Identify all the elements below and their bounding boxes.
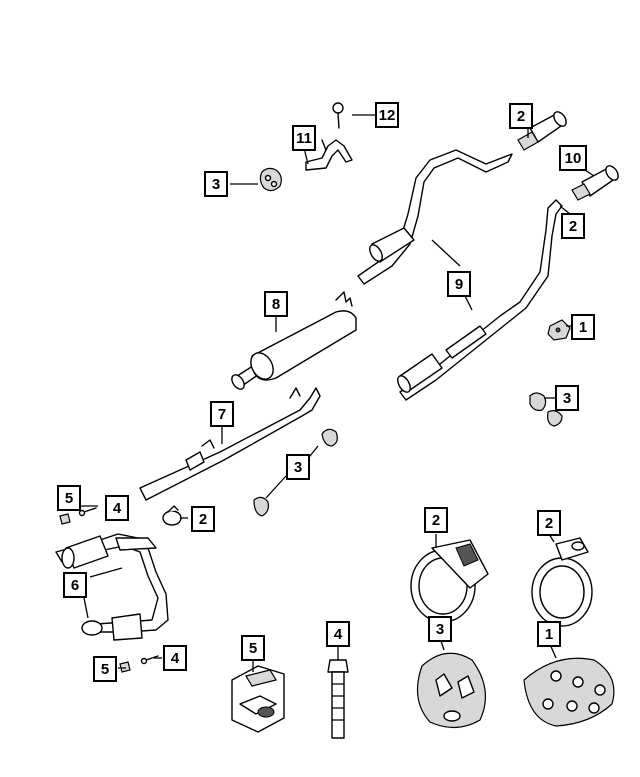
callout-11: 11 [292, 125, 316, 151]
callout-6: 6 [63, 572, 87, 598]
part-3-isolator-top [259, 167, 282, 192]
part-3-isolator-detail [416, 652, 486, 729]
callout-5-lower: 5 [93, 656, 117, 682]
callout-1-detail-label: 1 [545, 626, 553, 643]
callout-3-top: 3 [204, 171, 228, 197]
callout-3-middle-label: 3 [294, 459, 302, 476]
callout-1-right: 1 [571, 314, 595, 340]
callout-2-right: 2 [561, 213, 585, 239]
part-2-u-clamp-detail [531, 537, 593, 627]
callout-2-top-label: 2 [517, 108, 525, 125]
part-9-rear-exhaust-assembly [357, 149, 563, 401]
callout-3-detail-label: 3 [436, 621, 444, 638]
callout-10-label: 10 [565, 150, 582, 167]
part-5-nut-bracket-detail [231, 665, 285, 733]
part-8-muffler [231, 291, 357, 390]
part-1-isolator-small [547, 319, 571, 341]
callout-5-upper-label: 5 [65, 490, 73, 507]
callout-3-right-label: 3 [563, 390, 571, 407]
part-1-isolator-detail [523, 657, 615, 727]
part-5-nut-upper [59, 513, 71, 525]
callout-2-top: 2 [509, 103, 533, 129]
callout-12: 12 [375, 102, 399, 128]
callout-3-middle: 3 [286, 454, 310, 480]
callout-8-label: 8 [272, 296, 280, 313]
callout-9: 9 [447, 271, 471, 297]
part-2-clamp-middle [162, 505, 182, 526]
callout-5-detail: 5 [241, 635, 265, 661]
callout-7-label: 7 [218, 406, 226, 423]
callout-6-label: 6 [71, 577, 79, 594]
part-6-catalytic-converter [55, 533, 169, 641]
callout-4-detail: 4 [326, 621, 350, 647]
part-4-stud-bolt-detail [327, 659, 349, 739]
callout-3-detail: 3 [428, 616, 452, 642]
callout-12-label: 12 [379, 107, 396, 124]
callout-5-detail-label: 5 [249, 640, 257, 657]
part-11-hanger-bracket [305, 139, 353, 171]
callout-2-detail-band: 2 [424, 507, 448, 533]
callout-5-upper: 5 [57, 485, 81, 511]
part-2-band-clamp-detail [410, 539, 489, 623]
callout-3-right: 3 [555, 385, 579, 411]
callout-4-lower: 4 [163, 645, 187, 671]
callout-4-lower-label: 4 [171, 650, 180, 667]
callout-3-top-label: 3 [212, 176, 220, 193]
callout-4-upper: 4 [105, 495, 129, 521]
part-5-nut-lower [119, 661, 131, 673]
callout-1-detail: 1 [537, 621, 561, 647]
callout-2-middle: 2 [191, 506, 215, 532]
callout-9-label: 9 [455, 276, 463, 293]
callout-10: 10 [559, 145, 587, 171]
part-10-exhaust-tips [517, 111, 619, 201]
part-12-bolt [332, 102, 344, 129]
callout-8: 8 [264, 291, 288, 317]
callout-2-right-label: 2 [569, 218, 577, 235]
callout-1-right-label: 1 [579, 319, 587, 336]
part-3-isolators-right [529, 392, 563, 427]
part-3-isolators-middle [253, 428, 338, 517]
callout-2-detail-u: 2 [537, 510, 561, 536]
part-7-intermediate-pipe [139, 387, 321, 501]
callout-2-detail-u-label: 2 [545, 515, 553, 532]
callout-4-detail-label: 4 [334, 626, 343, 643]
callout-4-upper-label: 4 [113, 500, 122, 517]
callout-2-detail-band-label: 2 [432, 512, 440, 529]
callout-11-label: 11 [296, 130, 312, 147]
callout-2-middle-label: 2 [199, 511, 207, 528]
callout-5-lower-label: 5 [101, 661, 109, 678]
part-4-stud-lower [140, 655, 159, 665]
part-4-stud-upper [78, 507, 97, 517]
callout-7: 7 [210, 401, 234, 427]
